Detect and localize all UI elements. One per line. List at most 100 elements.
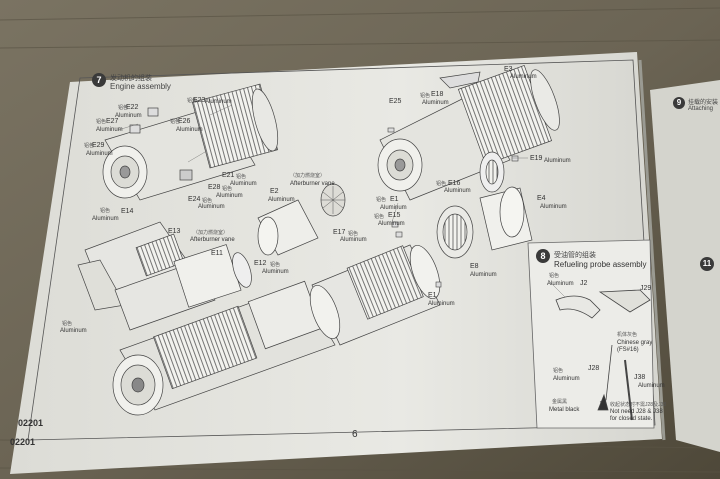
e12-cn: 铝色 [270, 262, 281, 268]
step8-box [527, 239, 655, 429]
e18-cn: 铝色 [420, 93, 431, 99]
j28-cn: 铝色 [553, 368, 564, 374]
part-e2 [257, 199, 319, 256]
e21-color: Aluminum [230, 181, 257, 187]
e17-color: Aluminum [340, 237, 367, 243]
code-top: 02201 [18, 418, 44, 428]
gray-cn: 机体灰色 [617, 332, 638, 338]
e24-color: Aluminum [198, 204, 225, 210]
e29-label: E29 [92, 142, 105, 149]
j2-label: J2 [580, 280, 588, 287]
e4-label: E4 [537, 195, 546, 202]
afterburner-halves [77, 221, 252, 331]
book-spine [638, 59, 666, 441]
step7-title: Engine assembly [110, 82, 171, 91]
e28-label: E28 [208, 184, 221, 191]
step9-title-cn: 挂载的安装 [688, 100, 719, 106]
step7-number: 7 [92, 73, 106, 87]
e3-color: Aluminum [510, 74, 537, 80]
e18-color: Aluminum [422, 100, 449, 106]
e21-cn: 铝色 [236, 174, 247, 180]
step8-title-cn: 受油管的组装 [554, 252, 596, 259]
part-e17-vane [320, 183, 346, 217]
e23-color: Aluminum [205, 99, 232, 105]
e26-color: Aluminum [176, 127, 203, 133]
e14-cn: 铝色 [100, 208, 111, 214]
page-number: 6 [352, 429, 358, 440]
part-e16-ring [479, 151, 505, 193]
e22-cn: 铝色 [118, 105, 129, 111]
gray-code: (FS#16) [617, 347, 639, 353]
e17-label: E17 [333, 229, 346, 236]
e25-label: E25 [389, 98, 402, 105]
vane2-label: Afterburner vane [190, 237, 235, 243]
e14-color: Aluminum [92, 216, 119, 222]
j28-color: Aluminum [553, 376, 580, 382]
e19-label: E19 [530, 155, 543, 162]
note-label: Not need J28 & J38 [610, 409, 663, 415]
part-e4 [479, 186, 533, 251]
e23-label: E23 [193, 97, 206, 104]
page-border [27, 59, 656, 441]
e27-label: E27 [106, 118, 119, 125]
e16-label: E16 [448, 180, 461, 187]
e2-color: Aluminum [268, 197, 295, 203]
engine-top-right [377, 64, 560, 201]
vane1-label: Afterburner vane [290, 181, 335, 187]
note-label-2: for closed state. [610, 416, 653, 422]
j29-label: J29 [640, 285, 652, 292]
part-e8 [436, 205, 474, 259]
e26-cn: 铝色 [170, 119, 181, 125]
step11-number: 11 [700, 257, 714, 271]
e22-color: Aluminum [115, 113, 142, 119]
gray-label: Chinese gray [617, 340, 653, 346]
e28-color: Aluminum [216, 193, 243, 199]
e29-color: Aluminum [86, 151, 113, 157]
small-pins [387, 127, 519, 288]
vane1-cn: （加力燃烧室） [290, 173, 326, 179]
left-cn: 铝色 [62, 321, 73, 327]
e29-cn: 铝色 [84, 143, 95, 149]
e12-color: Aluminum [262, 269, 289, 275]
vane2-cn: （加力燃烧室） [193, 230, 229, 236]
e22-label: E22 [126, 104, 139, 111]
e16-color: Aluminum [444, 188, 471, 194]
e17-cn: 铝色 [348, 231, 359, 237]
engine-center [309, 244, 441, 346]
black-cn: 金属黑 [552, 399, 568, 405]
j2-color: Aluminum [547, 281, 574, 287]
e11-label: E11 [211, 250, 223, 257]
step7-title-cn: 发动机的组装 [110, 75, 152, 82]
e18-label: E18 [431, 91, 444, 98]
e21-label: E21 [222, 172, 235, 179]
e1-bot-label: E1 [428, 292, 437, 299]
e8-color: Aluminum [470, 272, 497, 278]
step8-number: 8 [536, 249, 550, 263]
engine-bottom [112, 280, 336, 416]
black-label: Metal black [549, 407, 580, 413]
e27-cn: 铝色 [96, 119, 107, 125]
e14-label: E14 [121, 208, 134, 215]
e24-label: E24 [188, 196, 201, 203]
j2-cn: 铝色 [549, 273, 560, 279]
code-bottom: 02201 [10, 437, 36, 447]
e16-cn: 铝色 [436, 181, 447, 187]
j38-color: Aluminum [638, 383, 665, 389]
engine-top-left [102, 83, 279, 201]
e8-label: E8 [470, 263, 479, 270]
e24-cn: 铝色 [202, 198, 213, 204]
right-page [650, 80, 720, 452]
e15-label: E15 [388, 212, 401, 219]
e2-label: E2 [270, 188, 279, 195]
e23-cn: 铝色 [187, 98, 198, 104]
e4-color: Aluminum [540, 204, 567, 210]
e12-label: E12 [254, 260, 267, 267]
e26-label: E26 [178, 118, 191, 125]
e1-bot-color: Aluminum [428, 301, 455, 307]
e1-top-color: Aluminum [380, 205, 407, 211]
e1-top-label: E1 [390, 196, 399, 203]
step8-title: Refueling probe assembly [554, 260, 647, 269]
e28-cn: 铝色 [222, 186, 233, 192]
